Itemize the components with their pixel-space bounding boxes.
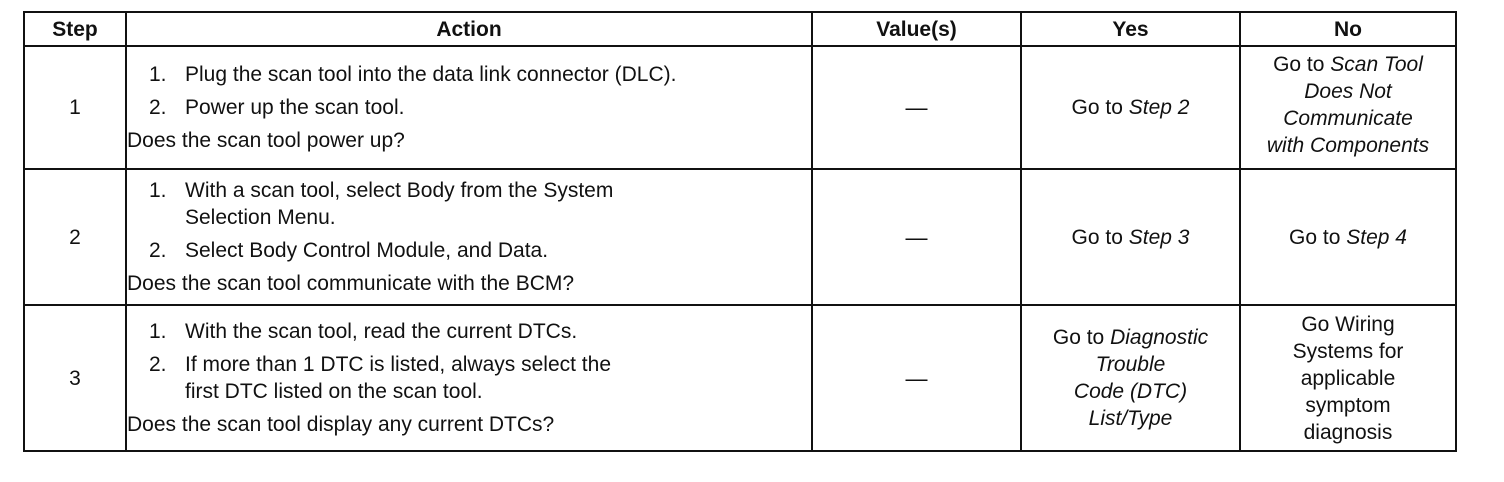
table-row: 2 1. With a scan tool, select Body from … (23, 168, 1457, 306)
table-header: Step Action Value(s) Yes No (23, 11, 1457, 47)
value-cell: — (811, 45, 1022, 170)
action-item: 2. If more than 1 DTC is listed, always … (127, 351, 811, 405)
action-item-text: With a scan tool, select Body from the S… (185, 179, 614, 202)
no-cell: Go to Scan Tool Does Not Communicate wit… (1239, 45, 1457, 170)
action-item: 1. Plug the scan tool into the data link… (127, 61, 811, 88)
value-cell: — (811, 168, 1022, 306)
action-question: Does the scan tool communicate with the … (127, 272, 575, 295)
no-prefix: Go to (1273, 53, 1331, 76)
header-action: Action (125, 11, 813, 47)
action-item-text: Power up the scan tool. (185, 96, 405, 119)
no-link-part[interactable]: Scan Tool (1330, 53, 1423, 76)
no-link-part[interactable]: Does Not (1304, 80, 1392, 103)
no-prefix: Go to (1289, 225, 1347, 249)
yes-prefix: Go to (1071, 225, 1129, 249)
yes-link-part[interactable]: Diagnostic (1110, 326, 1209, 349)
action-list: 1. Plug the scan tool into the data link… (127, 61, 811, 121)
action-question: Does the scan tool power up? (127, 129, 405, 152)
yes-link-step[interactable]: Step 3 (1128, 225, 1190, 249)
action-list: 1. With a scan tool, select Body from th… (127, 177, 811, 264)
step-number: 3 (23, 304, 127, 452)
action-item-text: With the scan tool, read the current DTC… (185, 320, 578, 343)
table-body: 1 1. Plug the scan tool into the data li… (23, 45, 1457, 452)
no-line: symptom (1305, 393, 1391, 417)
no-line: Go to Scan Tool (1241, 51, 1455, 78)
yes-cell: Go to Step 3 (1020, 168, 1241, 306)
yes-link-step[interactable]: Step 2 (1128, 96, 1190, 119)
action-item: 1. With the scan tool, read the current … (127, 318, 811, 345)
yes-prefix: Go to (1071, 96, 1129, 119)
no-line: diagnosis (1303, 420, 1393, 444)
action-item-text: first DTC listed on the scan tool. (185, 380, 483, 403)
header-step: Step (23, 11, 127, 47)
header-row: Step Action Value(s) Yes No (23, 11, 1457, 47)
action-item-number: 2. (149, 239, 167, 262)
action-item: 1. With a scan tool, select Body from th… (127, 177, 811, 231)
no-link-part[interactable]: Communicate (1283, 107, 1413, 130)
no-link-part[interactable]: with Components (1266, 134, 1430, 157)
table-row: 1 1. Plug the scan tool into the data li… (23, 45, 1457, 170)
action-item-number: 1. (149, 320, 167, 343)
header-values: Value(s) (811, 11, 1022, 47)
action-item-number: 1. (149, 63, 167, 86)
yes-cell: Go to Diagnostic Trouble Code (DTC) List… (1020, 304, 1241, 452)
action-cell: 1. Plug the scan tool into the data link… (125, 45, 813, 170)
no-cell: Go to Step 4 (1239, 168, 1457, 306)
action-item-text: If more than 1 DTC is listed, always sel… (185, 353, 611, 376)
no-cell: Go Wiring Systems for applicable symptom… (1239, 304, 1457, 452)
yes-line: Go to Diagnostic (1022, 324, 1239, 351)
action-question: Does the scan tool display any current D… (127, 413, 555, 436)
diagnostic-table: Step Action Value(s) Yes No 1 1. Plug th… (23, 11, 1457, 452)
yes-link-part[interactable]: Code (DTC) (1073, 380, 1188, 403)
yes-prefix: Go to (1052, 326, 1111, 349)
action-item-number: 2. (149, 96, 167, 119)
action-item-number: 2. (149, 353, 167, 376)
header-yes: Yes (1020, 11, 1241, 47)
value-cell: — (811, 304, 1022, 452)
action-item: 2. Power up the scan tool. (127, 94, 811, 121)
yes-link-part[interactable]: Trouble (1095, 353, 1166, 376)
table-row: 3 1. With the scan tool, read the curren… (23, 304, 1457, 452)
no-line: Systems for (1292, 339, 1404, 363)
action-cell: 1. With a scan tool, select Body from th… (125, 168, 813, 306)
action-list: 1. With the scan tool, read the current … (127, 318, 811, 405)
no-link-step[interactable]: Step 4 (1346, 225, 1407, 249)
yes-link-part[interactable]: List/Type (1088, 407, 1173, 430)
no-line: Go Wiring (1301, 312, 1395, 336)
header-no: No (1239, 11, 1457, 47)
yes-cell: Go to Step 2 (1020, 45, 1241, 170)
action-cell: 1. With the scan tool, read the current … (125, 304, 813, 452)
action-item-number: 1. (149, 179, 167, 202)
action-item-text: Select Body Control Module, and Data. (185, 239, 549, 262)
no-line: applicable (1300, 366, 1396, 390)
action-item-text: Plug the scan tool into the data link co… (185, 63, 677, 86)
action-item-text: Selection Menu. (185, 206, 336, 229)
step-number: 2 (23, 168, 127, 306)
step-number: 1 (23, 45, 127, 170)
action-item: 2. Select Body Control Module, and Data. (127, 237, 811, 264)
